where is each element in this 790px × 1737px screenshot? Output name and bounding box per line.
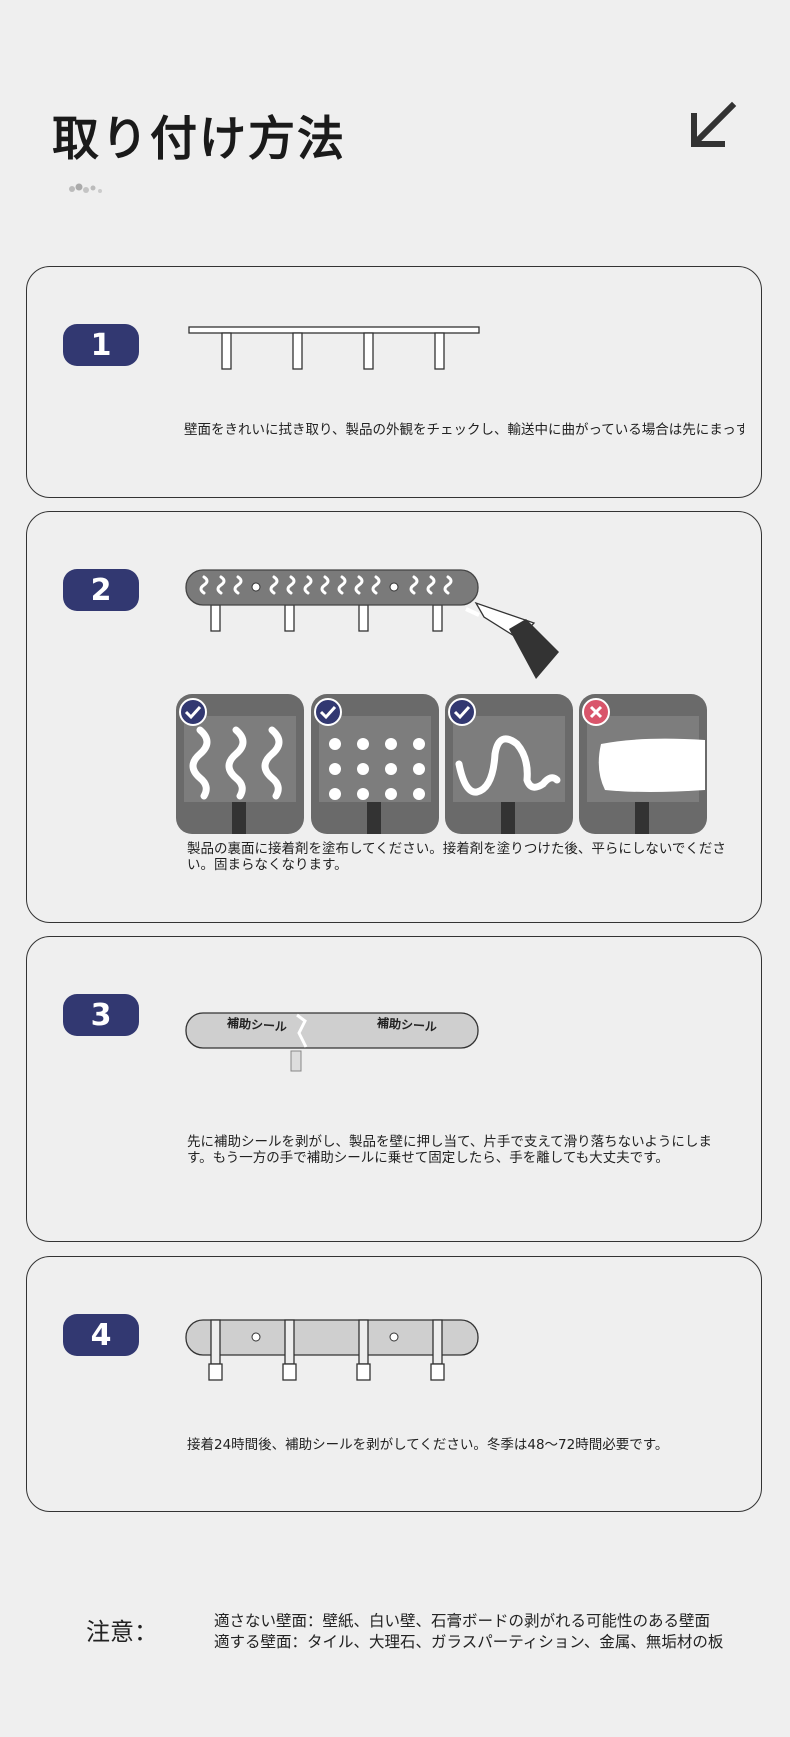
step-number-badge: 1 — [63, 324, 139, 366]
unsuitable-surfaces: 適さない壁面：壁紙、白い壁、石膏ボードの剥がれる可能性のある壁面 — [214, 1612, 711, 1630]
step-number-badge: 2 — [63, 569, 139, 611]
glue-applying-illustration — [185, 569, 559, 679]
step-card-3: 3 補助シール 補助シール 先に補助シールを剥がし、製品を壁に押し当て、片手で支… — [26, 936, 762, 1242]
glue-pattern-dots — [311, 694, 439, 834]
mounted-hook-rail-illustration — [185, 1319, 479, 1381]
step-card-2: 2 — [26, 511, 762, 923]
glue-pattern-curve — [445, 694, 573, 834]
notice-label: 注意： — [86, 1618, 158, 1646]
hook-rail-illustration — [188, 326, 480, 370]
glue-pattern-flat — [579, 694, 707, 834]
arrow-down-left-icon — [691, 101, 737, 147]
wrong-cross-icon — [582, 698, 610, 726]
correct-check-icon — [448, 698, 476, 726]
decorative-dots — [69, 183, 102, 193]
sticker-rail-illustration — [185, 1012, 479, 1072]
step-description: 接着24時間後、補助シールを剥がしてください。冬季は48～72時間必要です。 — [187, 1437, 669, 1453]
step-description: 先に補助シールを剥がし、製品を壁に押し当て、片手で支えて滑り落ちないようにします… — [187, 1134, 712, 1166]
step-card-4: 4 接着24時間後、補助シールを剥がしてください。冬季は48～72時間必要です。 — [26, 1256, 762, 1512]
step-number-badge: 3 — [63, 994, 139, 1036]
correct-check-icon — [314, 698, 342, 726]
correct-check-icon — [179, 698, 207, 726]
page-title: 取り付け方法 — [52, 112, 346, 167]
step-card-1: 1 壁面をきれいに拭き取り、製品の外観をチェックし、輸送中に曲がっている場合は先… — [26, 266, 762, 498]
step-number-badge: 4 — [63, 1314, 139, 1356]
step-description: 製品の裏面に接着剤を塗布してください。接着剤を塗りつけた後、平らにしないでくださ… — [187, 841, 726, 873]
glue-pattern-waves — [176, 694, 304, 834]
suitable-surfaces: 適する壁面：タイル、大理石、ガラスパーティション、金属、無垢材の板 — [214, 1633, 724, 1651]
step-description: 壁面をきれいに拭き取り、製品の外観をチェックし、輸送中に曲がっている場合は先にま… — [184, 422, 744, 438]
